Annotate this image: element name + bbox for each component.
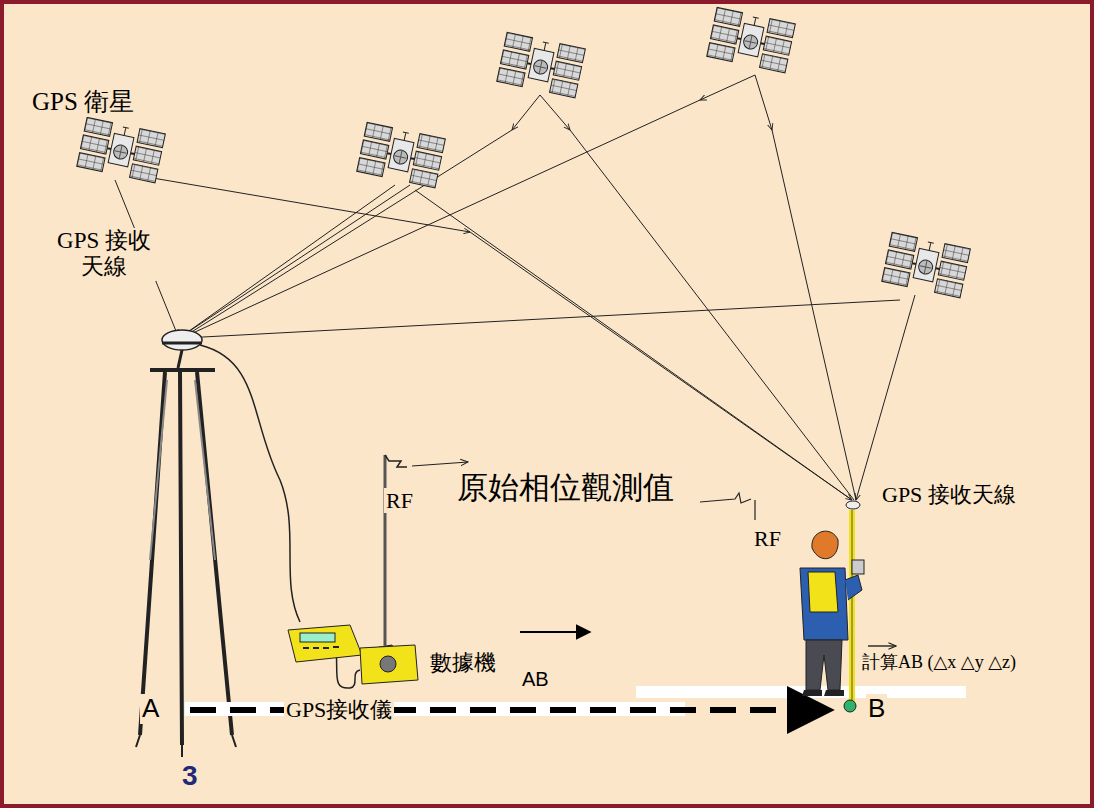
modem-label: 數據機 xyxy=(428,650,498,675)
antenna-cable xyxy=(200,345,300,622)
antenna-dome xyxy=(162,330,202,350)
baseline-label: AB xyxy=(520,668,551,691)
page-number: 3 xyxy=(180,760,200,792)
tripod xyxy=(136,350,236,757)
signal-rays xyxy=(115,75,915,500)
signal-label: RF xyxy=(384,488,415,513)
antenna-base xyxy=(162,342,202,345)
gps-satellite xyxy=(882,232,971,298)
point-label: B xyxy=(866,694,887,724)
rf-arrow xyxy=(412,462,468,466)
signal-rays-long xyxy=(182,100,900,500)
vector-arrow xyxy=(520,631,590,633)
antenna-label: GPS 接收天線 xyxy=(880,482,1018,507)
surveyor xyxy=(800,501,864,712)
gps-satellite xyxy=(77,117,166,183)
ground-strip xyxy=(636,686,966,698)
satellite-label: GPS 衛星 xyxy=(30,88,136,117)
signal-label: RF xyxy=(752,526,783,551)
vector-arrow xyxy=(868,645,896,646)
rf-mast xyxy=(754,500,755,520)
computation-label: 計算AB (△x △y △z) xyxy=(860,652,1018,673)
point-label: A xyxy=(140,694,161,724)
radio-modem xyxy=(360,455,418,684)
observation-label: 原始相位觀測值 xyxy=(455,470,676,506)
rf-arrow xyxy=(700,493,751,503)
gps-satellite xyxy=(497,32,586,98)
antenna-label: GPS 接收天線 xyxy=(52,228,156,281)
gps-satellite xyxy=(357,122,446,188)
receiver-label: GPS接收儀 xyxy=(284,697,394,722)
gps-satellite xyxy=(707,7,796,73)
